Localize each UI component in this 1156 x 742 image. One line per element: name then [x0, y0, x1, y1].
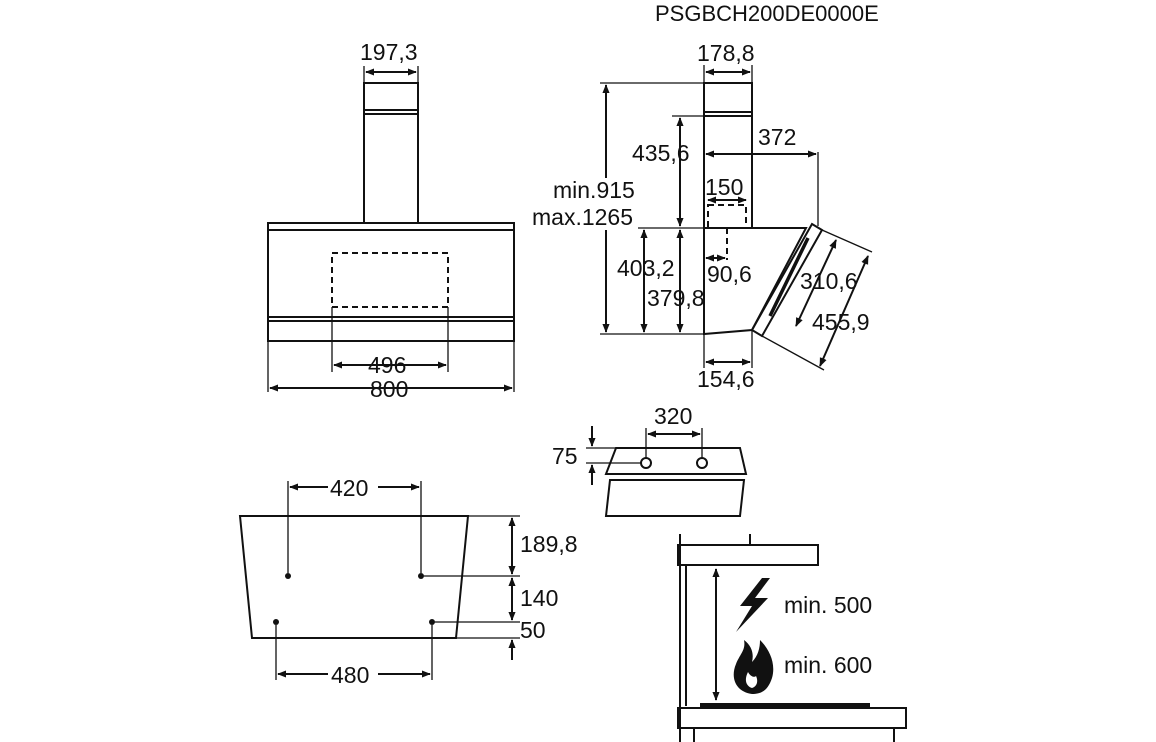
side-body-height-outer: 403,2 [617, 255, 675, 281]
install-cooktop [677, 707, 907, 729]
mount-hole-bottom-right [429, 619, 435, 625]
mount-hole-top-left [285, 573, 291, 579]
mount-top-offset: 189,8 [520, 531, 578, 557]
front-total-width: 800 [370, 376, 408, 402]
install-hood-bottom [677, 544, 819, 566]
mount-top-spacing: 420 [330, 475, 368, 501]
front-chimney-width: 197,3 [360, 39, 418, 65]
mount-hole-gap: 140 [520, 585, 558, 611]
side-body-height-inner: 379,8 [647, 285, 705, 311]
bracket-hole-spacing: 320 [654, 403, 692, 429]
mount-bottom-offset: 50 [520, 617, 546, 643]
mount-bottom-spacing: 480 [331, 662, 369, 688]
wall-mount-view: 420 480 189,8 140 50 [238, 474, 578, 688]
side-height-min: min.915 [553, 177, 635, 203]
side-overhang: 372 [758, 124, 796, 150]
side-bottom-depth: 154,6 [697, 366, 755, 392]
installation-view: min. 500 min. 600 [677, 534, 907, 742]
bracket-top [604, 447, 748, 475]
front-view: 197,3 496 800 [267, 39, 515, 402]
model-code: PSGBCH200DE0000E [655, 1, 879, 26]
bracket-hole-right [696, 457, 708, 469]
mount-hole-top-right [418, 573, 424, 579]
side-outlet-width: 150 [705, 174, 743, 200]
install-electric-min: min. 500 [784, 592, 872, 618]
front-opening-width: 496 [368, 352, 406, 378]
front-chimney [363, 82, 419, 224]
lightning-icon [736, 578, 770, 632]
side-chimney [703, 82, 753, 229]
side-panel-inner: 310,6 [800, 268, 858, 294]
side-view: 178,8 372 435,6 150 90,6 min.915 max.126… [532, 40, 873, 392]
bracket-view: 320 75 [552, 403, 748, 517]
side-chimney-depth: 178,8 [697, 40, 755, 66]
bracket-hole-left [640, 457, 652, 469]
front-filter-area [331, 252, 449, 308]
side-outlet-offset: 90,6 [707, 261, 752, 287]
bracket-body [604, 479, 746, 517]
install-gas-min: min. 600 [784, 652, 872, 678]
front-body [267, 222, 515, 342]
side-panel-outer: 455,9 [812, 309, 870, 335]
bracket-hole-height: 75 [552, 443, 578, 469]
mount-hole-bottom-left [273, 619, 279, 625]
flame-icon [733, 640, 774, 694]
side-top-height: 435,6 [632, 140, 690, 166]
side-height-max: max.1265 [532, 204, 633, 230]
